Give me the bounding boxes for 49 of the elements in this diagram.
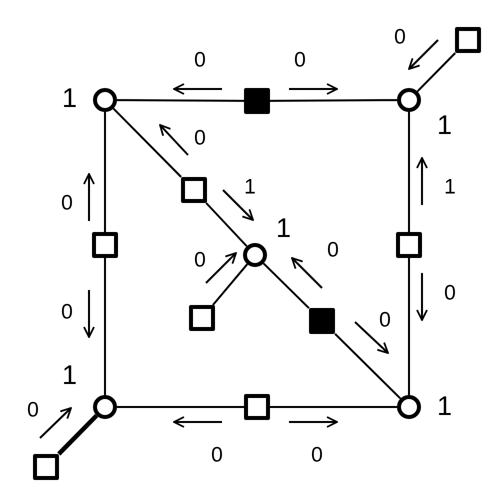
- message-value: 1: [444, 176, 456, 198]
- connector-line: [408, 258, 410, 395]
- connector-line: [112, 108, 182, 178]
- message-value: 0: [194, 128, 206, 148]
- connector-line: [270, 99, 397, 102]
- factor-square: [189, 305, 215, 331]
- message-value: 0: [61, 302, 73, 322]
- message-value: 0: [61, 192, 73, 214]
- variable-circle: [243, 243, 267, 267]
- message-value: 0: [211, 444, 223, 466]
- connector-line: [205, 202, 248, 247]
- factor-square: [396, 232, 422, 258]
- connector-line: [104, 258, 106, 395]
- message-value: 0: [311, 444, 323, 466]
- connector-line: [408, 112, 410, 232]
- connector-line: [212, 264, 248, 306]
- factor-square: [33, 454, 59, 480]
- variable-circle: [397, 88, 421, 112]
- connector-line: [334, 333, 402, 400]
- factor-square: [92, 232, 118, 258]
- connector-line: [270, 406, 397, 408]
- filled-factor-square: [244, 88, 270, 114]
- factor-square: [181, 177, 207, 203]
- factor-square: [244, 394, 270, 420]
- connector-line: [416, 52, 456, 92]
- node-value: 1: [437, 112, 452, 139]
- message-value: 0: [379, 310, 391, 330]
- factor-square: [455, 27, 481, 53]
- node-value: 1: [437, 393, 452, 420]
- connector-line: [117, 406, 244, 408]
- message-value: 0: [327, 240, 339, 260]
- message-value: 0: [394, 26, 406, 48]
- node-value: 1: [62, 362, 78, 389]
- node-value: 1: [62, 85, 78, 112]
- variable-circle: [93, 395, 117, 419]
- connector-line: [57, 414, 98, 456]
- filled-factor-square: [309, 308, 335, 334]
- message-value: 0: [444, 282, 456, 304]
- node-value: 1: [276, 215, 292, 242]
- connector-line: [104, 112, 106, 232]
- message-value: 0: [27, 400, 39, 420]
- connector-line: [117, 99, 244, 102]
- message-value: 0: [294, 50, 306, 70]
- message-value: 0: [194, 50, 206, 70]
- connector-line: [262, 262, 310, 309]
- message-value: 1: [244, 176, 256, 198]
- variable-circle: [397, 395, 421, 419]
- message-value: 0: [194, 250, 206, 270]
- variable-circle: [93, 88, 117, 112]
